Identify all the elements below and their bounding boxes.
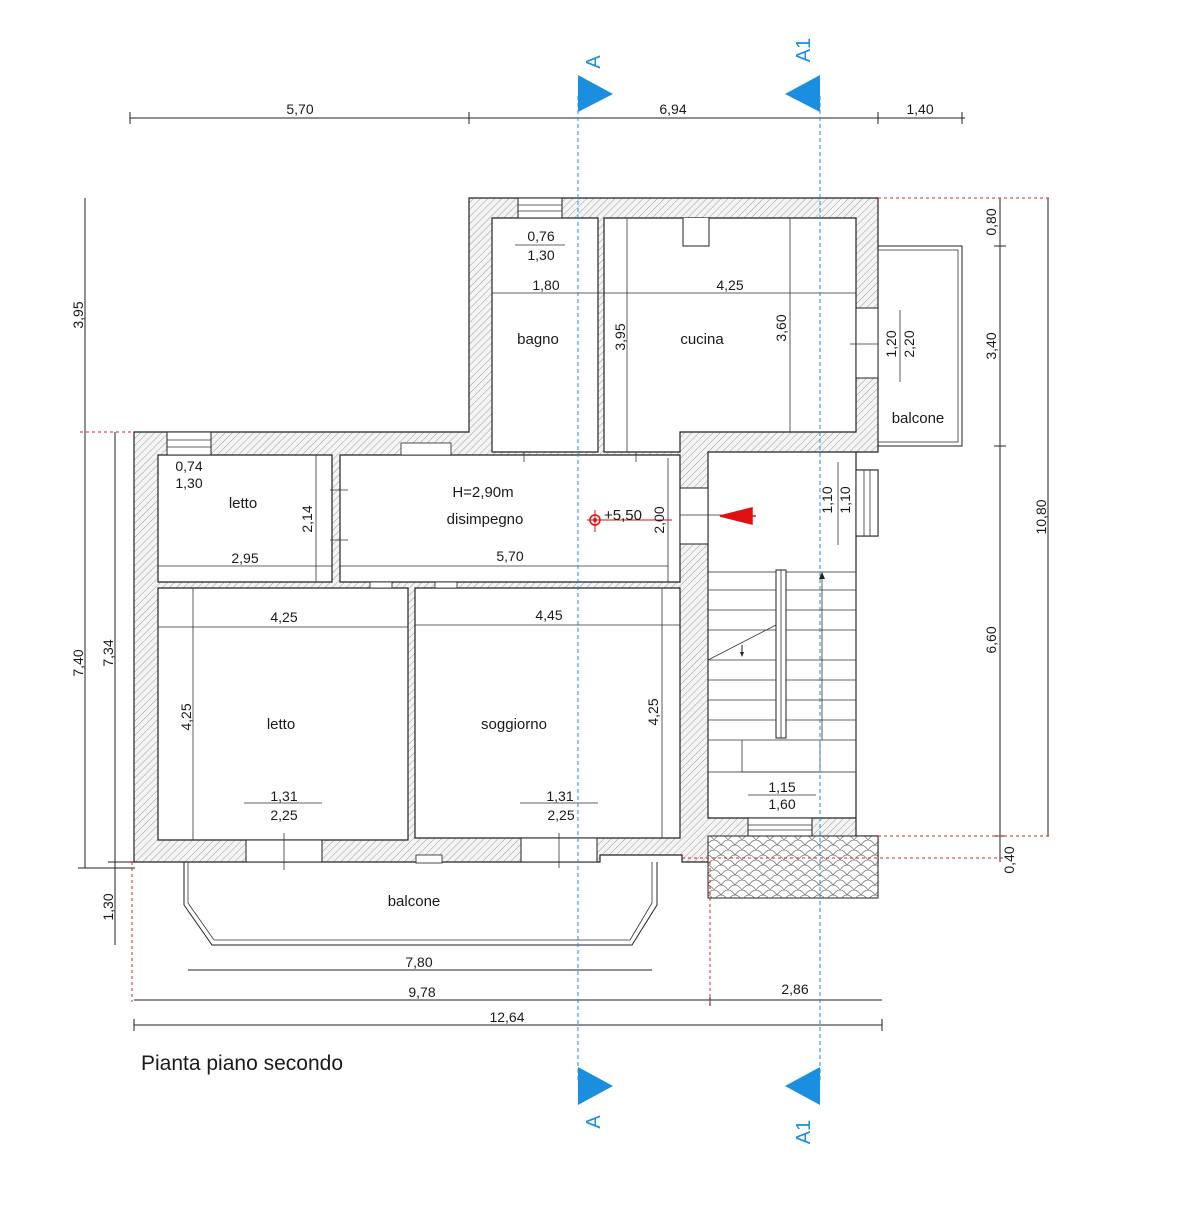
dim-soggiorno-w: 4,45 — [535, 607, 562, 623]
dim-top-1: 5,70 — [286, 101, 313, 117]
room-soggiorno: soggiorno — [481, 716, 547, 733]
exterior-dimension-lines — [78, 112, 1049, 1031]
room-balcone-bottom: balcone — [388, 893, 441, 910]
dim-bot-286: 2,86 — [781, 981, 808, 997]
dim-bagno-w: 1,80 — [532, 277, 559, 293]
dim-letto-w: 4,25 — [270, 609, 297, 625]
dim-left-395: 3,95 — [70, 301, 86, 328]
section-a-bottom-label: A — [583, 1115, 605, 1129]
dim-top-2: 6,94 — [659, 101, 686, 117]
room-disimpegno: disimpegno — [447, 511, 524, 528]
dim-bot-978: 9,78 — [408, 984, 435, 1000]
reference-guides — [80, 197, 1052, 1002]
dim-win-letto-w: 0,74 — [175, 458, 202, 474]
section-a-bottom-arrow — [578, 1067, 613, 1105]
dim-stair-door-w: 1,10 — [819, 486, 835, 513]
dim-cucina-w: 4,25 — [716, 277, 743, 293]
room-letto-small: letto — [229, 495, 257, 512]
dim-left-130: 1,30 — [100, 893, 116, 920]
dim-right-660: 6,60 — [983, 626, 999, 653]
section-a1-bottom-label: A1 — [793, 1120, 815, 1144]
section-a-top-label: A — [583, 55, 605, 69]
dim-right-340: 3,40 — [983, 332, 999, 359]
dim-stair-win-w: 1,15 — [768, 779, 795, 795]
dim-right-040: 0,40 — [1001, 846, 1017, 873]
dim-letto-small-h: 2,14 — [299, 505, 315, 532]
section-a1-top-label: A1 — [793, 38, 815, 62]
windows — [166, 197, 879, 864]
dim-win-cucina-w: 1,20 — [883, 330, 899, 357]
dim-bot-780: 7,80 — [405, 954, 432, 970]
interior-dimension-lines — [158, 218, 901, 870]
section-a1-top-arrow — [785, 75, 820, 112]
dim-cucina-h: 3,60 — [773, 314, 789, 341]
section-lines — [577, 75, 821, 1105]
dim-win2-h: 2,25 — [547, 807, 574, 823]
dim-win-cucina-h: 2,20 — [901, 330, 917, 357]
dim-win-letto-h: 1,30 — [175, 475, 202, 491]
balcone-bottom-outline — [183, 862, 658, 946]
room-letto-big: letto — [267, 716, 295, 733]
section-a1-bottom-arrow — [785, 1067, 820, 1105]
dim-right-080: 0,80 — [983, 208, 999, 235]
dim-letto-h: 4,25 — [178, 703, 194, 730]
dim-stair-door-h: 1,10 — [837, 486, 853, 513]
dim-win2-w: 1,31 — [546, 788, 573, 804]
dim-win-bagno-w: 0,76 — [527, 228, 554, 244]
room-balcone-right: balcone — [892, 410, 945, 427]
dim-win1-w: 1,31 — [270, 788, 297, 804]
dim-stair-win-h: 1,60 — [768, 796, 795, 812]
dim-bot-1264: 12,64 — [489, 1009, 524, 1025]
level-marker-icon — [587, 510, 672, 532]
outer-walls — [133, 197, 879, 863]
tiled-landing — [707, 835, 879, 899]
section-a-top-arrow — [578, 75, 613, 112]
room-height: H=2,90m — [452, 484, 513, 501]
dim-soggiorno-h: 4,25 — [645, 698, 661, 725]
plan-title: Pianta piano secondo — [141, 1052, 343, 1075]
dim-disimp-h: 2,00 — [651, 506, 667, 533]
dim-right-1080: 10,80 — [1033, 499, 1049, 534]
dim-win1-h: 2,25 — [270, 807, 297, 823]
dim-left-734: 7,34 — [100, 639, 116, 666]
dim-left-740: 7,40 — [70, 649, 86, 676]
room-bagno: bagno — [517, 331, 559, 348]
room-cucina: cucina — [680, 331, 724, 348]
dim-win-bagno-h: 1,30 — [527, 247, 554, 263]
level-label: +5,50 — [604, 507, 642, 524]
dim-bagno-h: 3,95 — [612, 323, 628, 350]
staircase — [707, 569, 857, 773]
dim-letto-small-w: 2,95 — [231, 550, 258, 566]
dim-disimp-w: 5,70 — [496, 548, 523, 564]
entry-arrow-icon — [719, 507, 756, 525]
dim-top-3: 1,40 — [906, 101, 933, 117]
